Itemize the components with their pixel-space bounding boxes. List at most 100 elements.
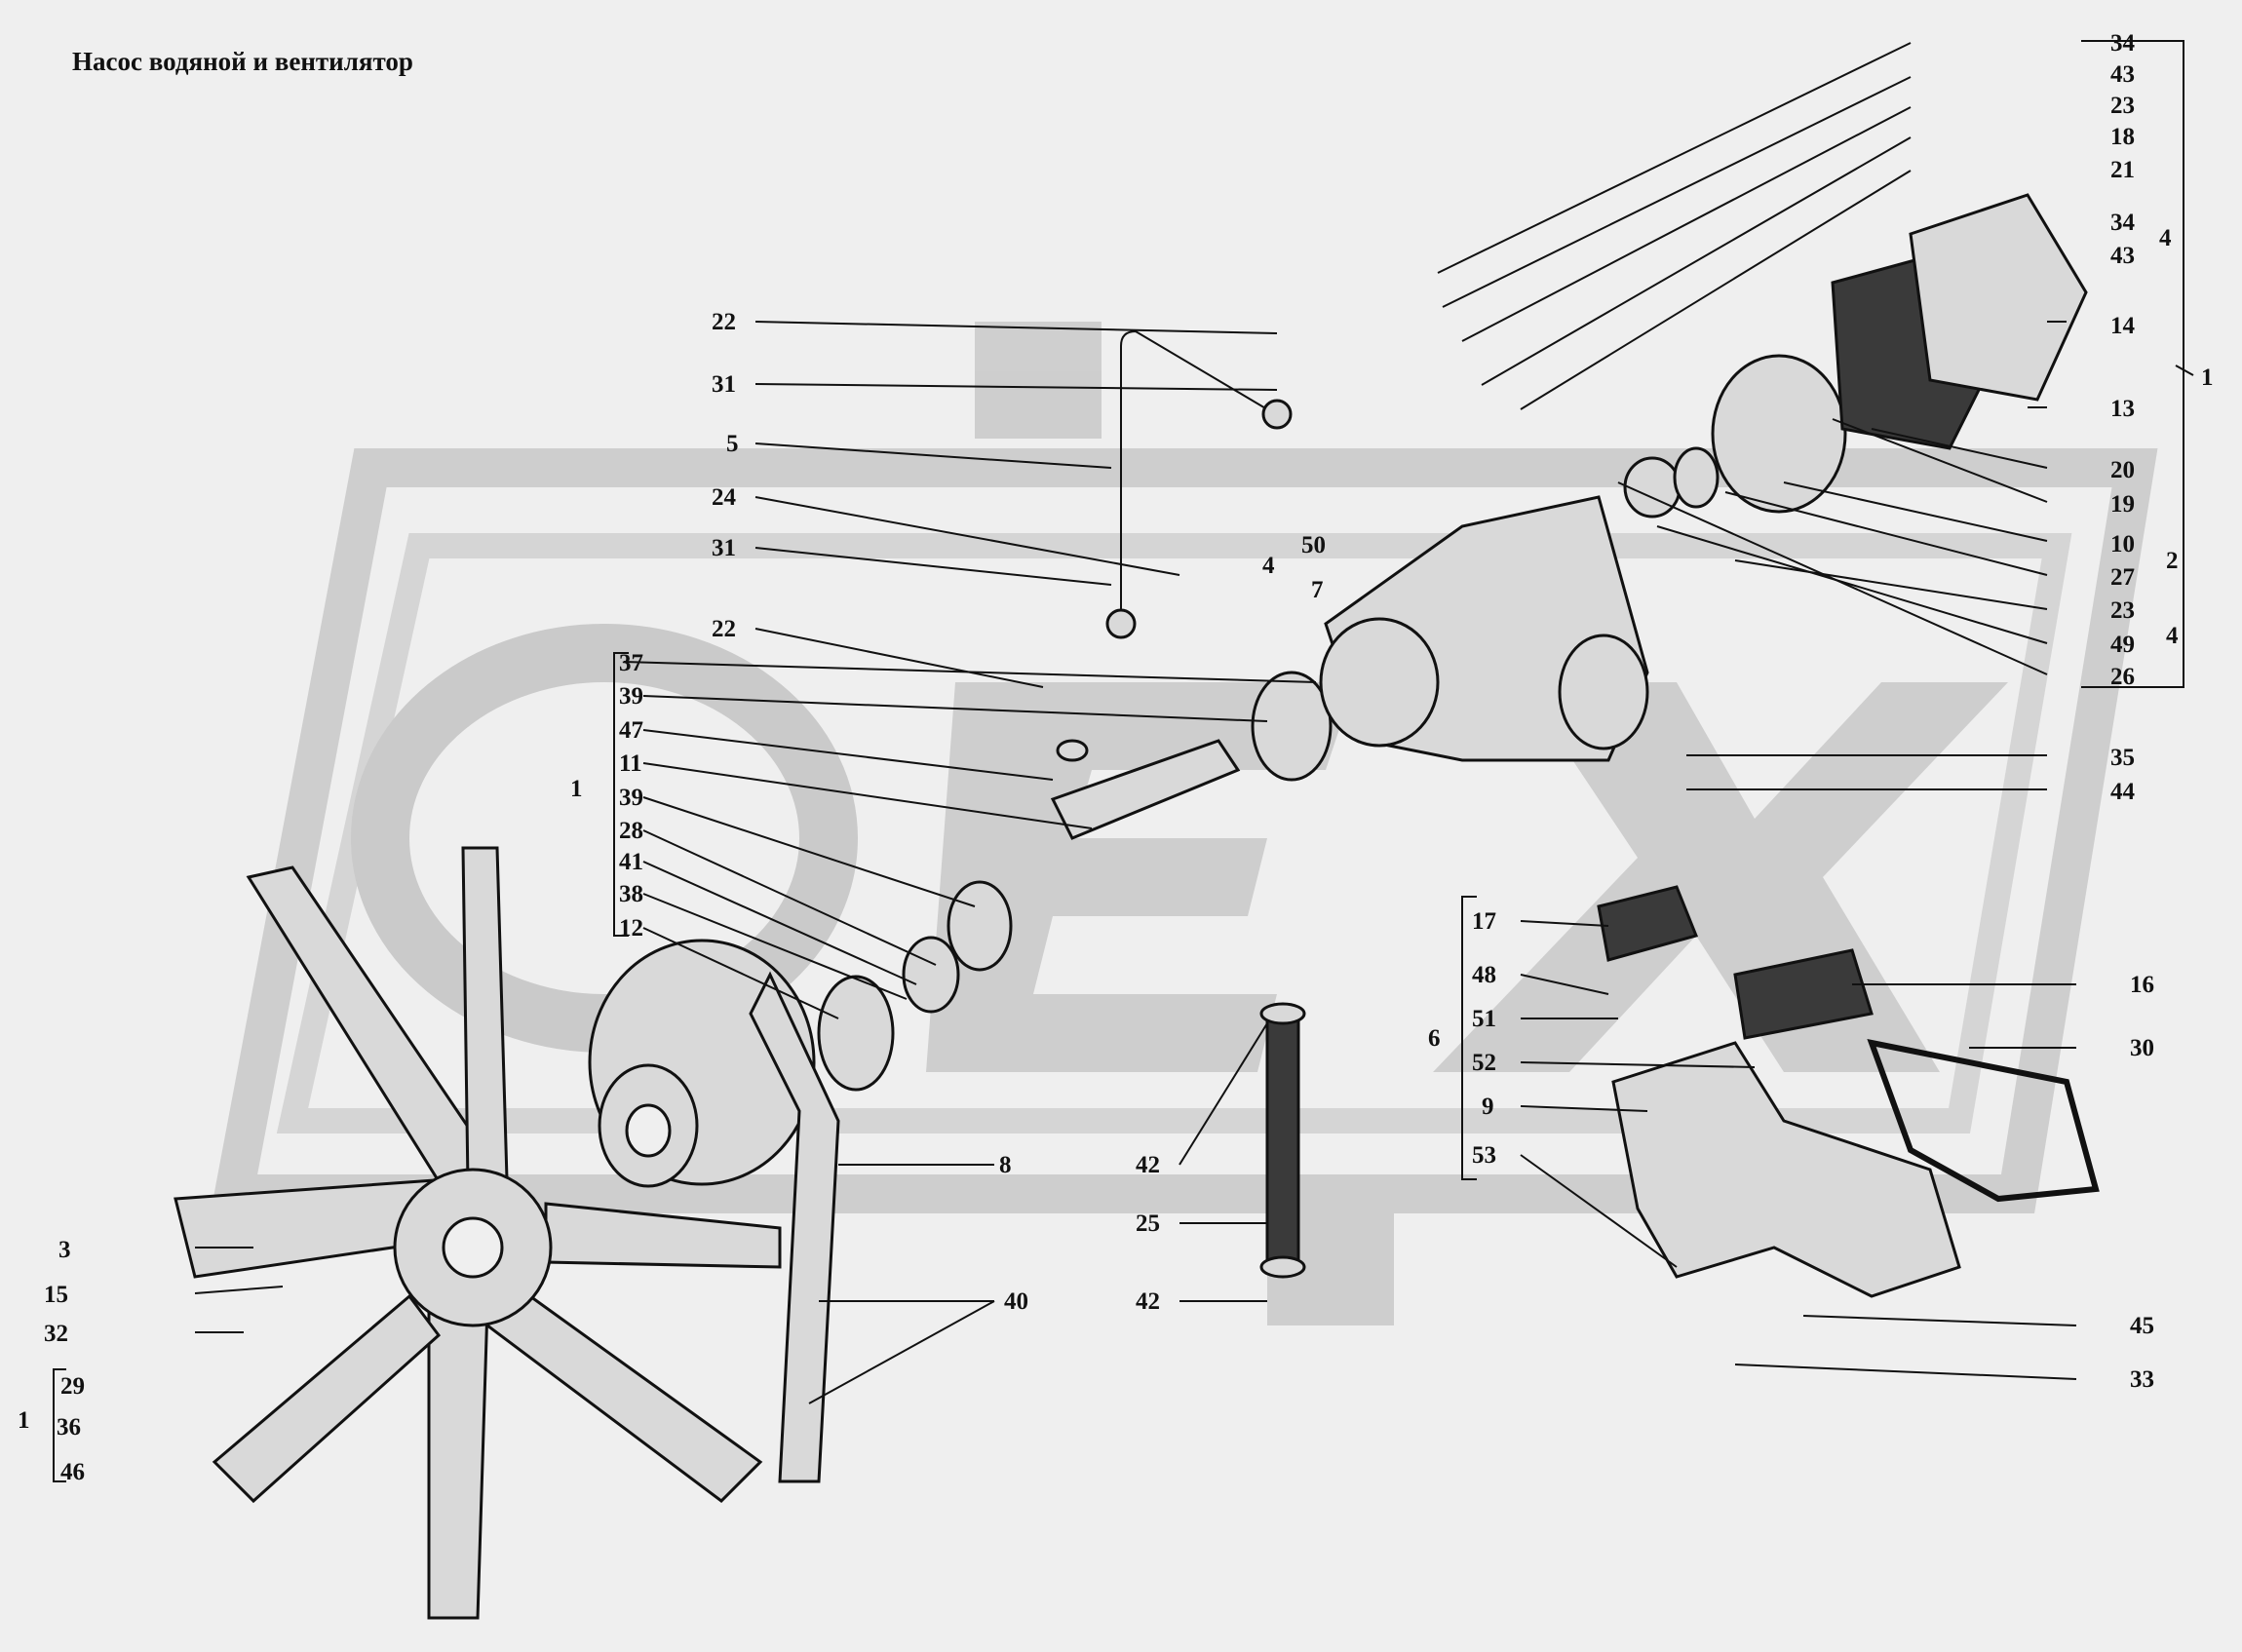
label-52: 52 bbox=[1472, 1050, 1496, 1076]
label-8: 8 bbox=[999, 1152, 1012, 1178]
label-7: 7 bbox=[1311, 577, 1324, 603]
label-13: 13 bbox=[2110, 396, 2135, 422]
gasket-16 bbox=[1733, 948, 1874, 1040]
housing-inlet bbox=[1319, 617, 1440, 748]
pipe-eye bbox=[1105, 608, 1137, 639]
label-31: 31 bbox=[712, 371, 736, 398]
label-34: 34 bbox=[2110, 210, 2136, 236]
label-1: 1 bbox=[570, 776, 583, 802]
label-3: 3 bbox=[58, 1237, 71, 1263]
label-47: 47 bbox=[619, 717, 643, 744]
label-27: 27 bbox=[2110, 564, 2135, 591]
label-21: 21 bbox=[2110, 157, 2135, 183]
bearing bbox=[1251, 671, 1333, 782]
label-51: 51 bbox=[1472, 1006, 1496, 1032]
fan-hub-bore bbox=[442, 1216, 504, 1279]
cover bbox=[1909, 193, 2088, 402]
fan-blade bbox=[484, 1284, 763, 1503]
label-26: 26 bbox=[2110, 664, 2135, 690]
label-4: 4 bbox=[2166, 623, 2179, 649]
label-15: 15 bbox=[44, 1282, 68, 1308]
label-24: 24 bbox=[712, 484, 737, 511]
hose-clamp-top bbox=[1259, 1002, 1306, 1025]
label-33: 33 bbox=[2130, 1366, 2154, 1393]
label-17: 17 bbox=[1472, 908, 1496, 935]
label-45: 45 bbox=[2130, 1313, 2154, 1339]
label-25: 25 bbox=[1136, 1210, 1160, 1237]
label-11: 11 bbox=[619, 750, 642, 777]
label-19: 19 bbox=[2110, 491, 2135, 518]
diagram-title: Насос водяной и вентилятор bbox=[72, 47, 413, 76]
label-38: 38 bbox=[619, 881, 643, 907]
label-48: 48 bbox=[1472, 962, 1496, 988]
label-2: 2 bbox=[2166, 548, 2179, 574]
pipe-eye bbox=[1261, 399, 1293, 430]
fan-blade bbox=[427, 1294, 489, 1620]
label-40: 40 bbox=[1004, 1288, 1028, 1315]
hose-clamp-bottom bbox=[1259, 1255, 1306, 1279]
label-29: 29 bbox=[60, 1373, 85, 1400]
hose bbox=[1259, 1002, 1306, 1279]
label-43: 43 bbox=[2110, 243, 2135, 269]
label-41: 41 bbox=[619, 849, 643, 875]
label-23: 23 bbox=[2110, 597, 2135, 624]
label-30: 30 bbox=[2130, 1035, 2154, 1061]
pipe bbox=[1105, 329, 1293, 639]
label-28: 28 bbox=[619, 818, 643, 844]
label-53: 53 bbox=[1472, 1142, 1496, 1169]
watermark-logo bbox=[210, 322, 2158, 1325]
label-39: 39 bbox=[619, 683, 643, 710]
label-35: 35 bbox=[2110, 745, 2135, 771]
label-10: 10 bbox=[2110, 531, 2135, 557]
fan-blade bbox=[461, 846, 509, 1186]
label-39: 39 bbox=[619, 785, 643, 811]
label-1: 1 bbox=[18, 1407, 30, 1434]
outlet-pipe bbox=[1597, 885, 2100, 1298]
label-32: 32 bbox=[44, 1321, 68, 1347]
label-42: 42 bbox=[1136, 1288, 1160, 1315]
v-belt bbox=[749, 971, 840, 1483]
label-36: 36 bbox=[57, 1414, 81, 1441]
seal bbox=[1673, 446, 1720, 509]
washer bbox=[902, 936, 960, 1014]
callout-labels: 34 43 23 18 21 34 43 4 14 1 13 20 19 10 … bbox=[18, 30, 2214, 1485]
label-42: 42 bbox=[1136, 1152, 1160, 1178]
label-6: 6 bbox=[1428, 1025, 1441, 1052]
gasket-30 bbox=[1867, 1039, 2100, 1203]
label-14: 14 bbox=[2110, 313, 2136, 339]
impeller bbox=[1711, 354, 1847, 514]
label-12: 12 bbox=[619, 915, 643, 941]
pump-housing bbox=[1319, 456, 1682, 762]
label-1: 1 bbox=[2201, 365, 2214, 391]
fan bbox=[174, 846, 782, 1620]
pulley-bore bbox=[625, 1103, 672, 1158]
label-46: 46 bbox=[60, 1459, 85, 1485]
label-23: 23 bbox=[2110, 93, 2135, 119]
label-4: 4 bbox=[2159, 225, 2172, 251]
label-37: 37 bbox=[619, 650, 643, 676]
label-16: 16 bbox=[2130, 972, 2154, 998]
label-18: 18 bbox=[2110, 124, 2135, 150]
label-5: 5 bbox=[726, 431, 739, 457]
label-49: 49 bbox=[2110, 632, 2135, 658]
bushing bbox=[1623, 456, 1682, 519]
label-4: 4 bbox=[1262, 553, 1275, 579]
hose-25 bbox=[1265, 1012, 1300, 1269]
label-50: 50 bbox=[1301, 532, 1326, 558]
impeller-cover bbox=[1673, 193, 2088, 514]
label-44: 44 bbox=[2110, 779, 2136, 805]
housing-outlet bbox=[1558, 634, 1649, 750]
pulley-flange bbox=[817, 975, 895, 1092]
gasket-17 bbox=[1597, 885, 1699, 962]
label-31: 31 bbox=[712, 535, 736, 561]
label-20: 20 bbox=[2110, 457, 2135, 483]
bearing bbox=[947, 880, 1013, 972]
label-22: 22 bbox=[712, 309, 736, 335]
label-34: 34 bbox=[2110, 30, 2136, 57]
key bbox=[1056, 739, 1089, 762]
leader-lines bbox=[53, 40, 2194, 1482]
label-43: 43 bbox=[2110, 61, 2135, 88]
outlet-body bbox=[1611, 1041, 1961, 1298]
